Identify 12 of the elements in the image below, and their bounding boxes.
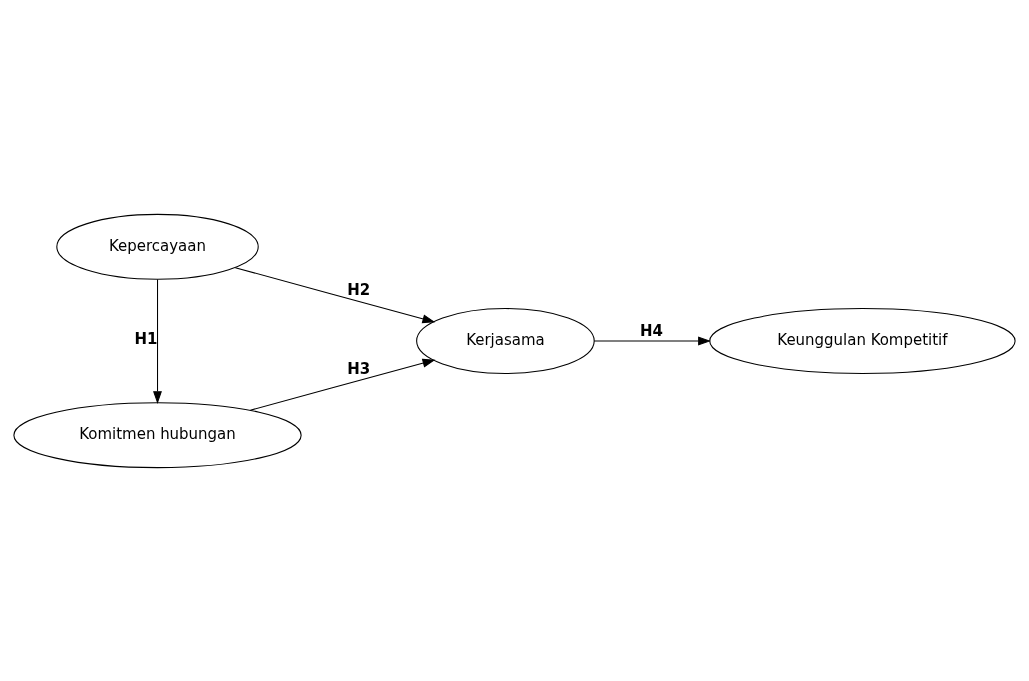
arrow: [249, 358, 436, 411]
arrow: [153, 278, 162, 404]
node-ellipse: Kerjasama: [416, 307, 595, 374]
arrow: [593, 336, 711, 345]
node-ellipse: Keunggulan Kompetitif: [709, 307, 1016, 374]
edge-label: H4: [639, 321, 663, 340]
edge-label: H2: [347, 280, 371, 299]
node-ellipse: Komitmen hubungan: [13, 401, 302, 468]
edge-label: H3: [347, 359, 371, 378]
arrow: [234, 266, 436, 323]
node-ellipse: Kepercayaan: [56, 213, 259, 280]
edge-label: H1: [134, 329, 158, 348]
